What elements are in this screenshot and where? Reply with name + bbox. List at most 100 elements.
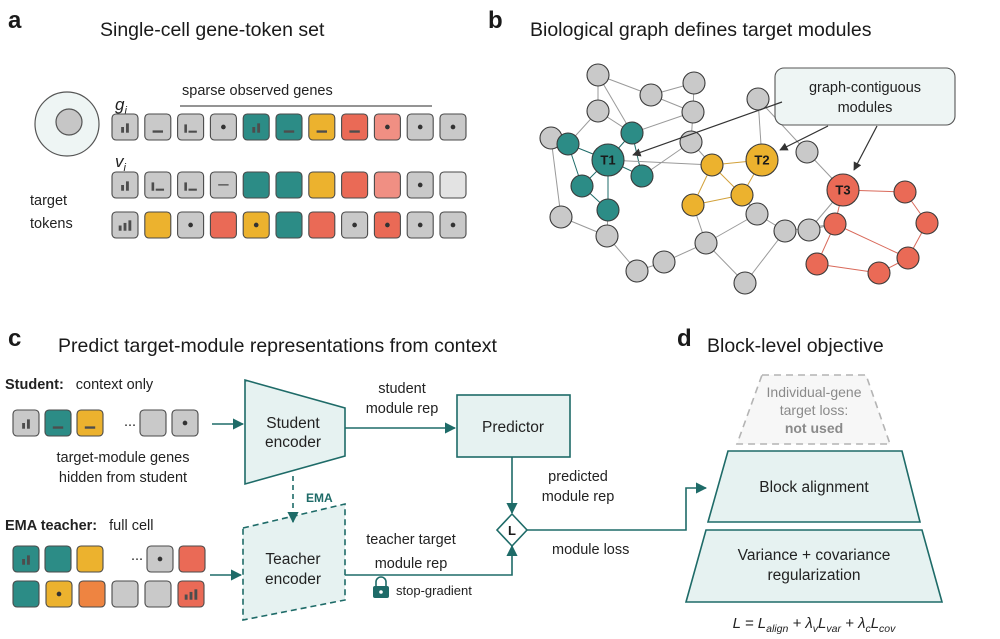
regularization-block: Variance + covariance regularization [684, 529, 944, 603]
gene-token [275, 113, 303, 141]
panel-c-letter: c [8, 325, 21, 352]
graph-node [795, 140, 819, 164]
v-i-label: vi [115, 152, 127, 174]
gene-token [406, 211, 434, 239]
token-box [177, 113, 205, 141]
graph-node [556, 132, 580, 156]
student-token [76, 409, 104, 437]
target-module-node-t1: T1 [591, 143, 625, 177]
panel-a-letter: a [8, 7, 22, 34]
graph-node [896, 246, 920, 270]
regularization-line2: regularization [767, 567, 860, 584]
bar-icon [257, 123, 261, 133]
teacher-token [144, 580, 172, 608]
gene-token [242, 171, 270, 199]
block-alignment-block: Block alignment [706, 450, 922, 523]
bar-icon [22, 559, 25, 565]
unused-gene-loss-block: Individual-gene target loss: not used [735, 374, 892, 445]
bar-icon [184, 182, 187, 191]
token-box [12, 580, 40, 608]
token-row-target-tokens [111, 211, 467, 239]
graph-node [823, 212, 847, 236]
token-box [275, 113, 303, 141]
graph-node [733, 271, 757, 295]
node-circle [595, 224, 619, 248]
teacher-token [45, 580, 73, 608]
modules-callout: graph-contiguous modules [632, 67, 956, 171]
node-circle [823, 212, 847, 236]
callout-line2: modules [838, 100, 893, 116]
bar-icon [121, 127, 124, 133]
graph-node [570, 174, 594, 198]
target-module-node-t3: T3 [826, 173, 860, 207]
gene-token [341, 171, 369, 199]
teacher-token [12, 545, 40, 573]
node-circle [700, 153, 724, 177]
token-box [275, 171, 303, 199]
graph-node [681, 193, 705, 217]
token-box [144, 171, 172, 199]
bar-icon [22, 423, 25, 429]
node-circle [733, 271, 757, 295]
node-circle [556, 132, 580, 156]
target-label-line1: target [30, 193, 67, 209]
token-box [78, 580, 106, 608]
bar-icon [123, 222, 127, 231]
gene-token [308, 171, 336, 199]
gene-token [439, 211, 467, 239]
objective-formula: L = Lalign + λvLvar + λcLcov [733, 615, 897, 635]
token-box [139, 409, 167, 437]
gene-token [144, 211, 172, 239]
graph-node [694, 231, 718, 255]
node-circle [826, 173, 860, 207]
node-circle [620, 121, 644, 145]
gene-token [177, 113, 205, 141]
dash-icon [52, 426, 64, 429]
token-box [144, 580, 172, 608]
graph-node [915, 211, 939, 235]
node-circle [745, 143, 779, 177]
graph-node [681, 100, 705, 124]
graph-node [867, 261, 891, 285]
graph-edge [607, 159, 713, 166]
target-module-node-t2: T2 [745, 143, 779, 177]
teacher-token [177, 580, 205, 608]
token-box [12, 409, 40, 437]
teacher-heading: EMA teacher:full cell [5, 518, 153, 534]
student-encoder-label-1: Student [266, 415, 320, 432]
graph-node [596, 198, 620, 222]
stop-gradient-label: stop-gradient [396, 583, 472, 598]
graph-node [595, 224, 619, 248]
node-circle [549, 205, 573, 229]
dot-icon [182, 420, 188, 426]
node-label: T2 [754, 153, 769, 168]
graph-node [625, 259, 649, 283]
dot-icon [352, 222, 357, 228]
token-box [275, 211, 303, 239]
dash-icon [188, 188, 197, 191]
graph-node [773, 219, 797, 243]
dot-icon [450, 124, 456, 130]
g-i-label: gi [115, 95, 127, 117]
arrow-loss-to-objective [527, 482, 708, 531]
token-box [242, 113, 270, 141]
cell-icon [34, 91, 100, 157]
dash-icon [155, 188, 165, 191]
node-circle [915, 211, 939, 235]
teacher-token [12, 580, 40, 608]
gene-token [275, 211, 303, 239]
bar-icon [184, 594, 188, 600]
gene-token [242, 113, 270, 141]
dot-icon [221, 124, 226, 130]
node-circle [586, 99, 610, 123]
dash-icon [283, 130, 295, 133]
dot-icon [417, 222, 423, 228]
student-ellipsis: ... [124, 414, 136, 430]
gene-token [308, 211, 336, 239]
gene-token [341, 113, 369, 141]
token-box [44, 409, 72, 437]
gene-token [373, 171, 401, 199]
teacher-token-row-1 [12, 545, 206, 573]
panel-d: d Block-level objective Individual-gene … [677, 325, 944, 635]
